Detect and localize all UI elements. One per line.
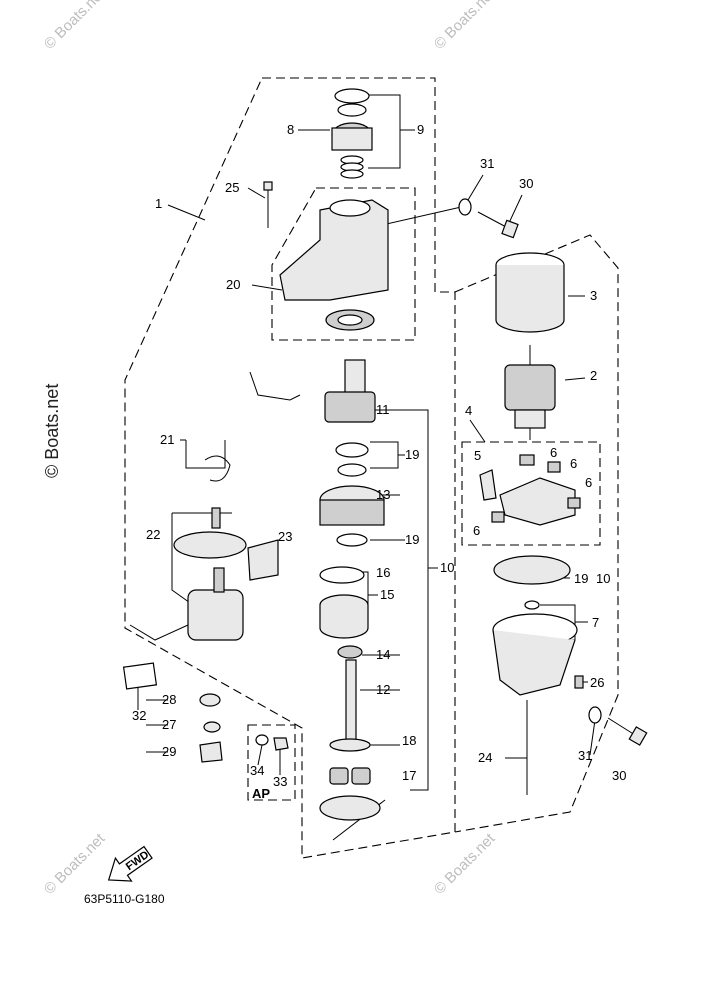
- drawing-code: 63P5110-G180: [84, 892, 165, 906]
- part-nut-28: [199, 693, 221, 707]
- outline-ap-kit: [247, 724, 296, 801]
- callout-25: 25: [225, 180, 239, 195]
- watermark-side: © Boats.net: [42, 384, 62, 478]
- part-washer-bolt-top: [458, 198, 519, 239]
- callout-15: 15: [380, 587, 394, 602]
- watermark-bottom-right: © Boats.net: [431, 830, 499, 898]
- part-bearing-14: [337, 645, 363, 659]
- part-clip-19b: [337, 463, 367, 477]
- part-plate-17: [319, 795, 381, 821]
- callout-8: 8: [287, 122, 294, 137]
- callout-4: 4: [465, 403, 472, 418]
- part-label-32: [122, 662, 158, 690]
- part-armature: [504, 345, 556, 440]
- part-washer-34: [255, 734, 269, 746]
- part-solenoid: [129, 507, 247, 641]
- callout-6b: 6: [570, 456, 577, 471]
- callout-18: 18: [402, 733, 416, 748]
- callout-2: 2: [590, 368, 597, 383]
- part-lever-spring: [204, 371, 301, 482]
- callout-7: 7: [592, 615, 599, 630]
- part-rear-cover: [492, 613, 578, 696]
- ap-kit-label: AP: [252, 786, 270, 801]
- part-front-cover: [279, 199, 389, 331]
- callout-12: 12: [376, 682, 390, 697]
- callout-24: 24: [478, 750, 492, 765]
- callout-26: 26: [590, 675, 604, 690]
- part-bolt-25: [263, 181, 273, 228]
- callout-5: 5: [474, 448, 481, 463]
- callout-1: 1: [155, 196, 162, 211]
- callout-27: 27: [162, 717, 176, 732]
- callout-11: 11: [376, 402, 390, 417]
- callout-6d: 6: [473, 523, 480, 538]
- part-clutch-shaft: [324, 359, 376, 423]
- parts: FWD: [107, 88, 648, 882]
- watermark-bottom-left: © Boats.net: [41, 830, 109, 898]
- leader-lines: [137, 94, 596, 841]
- part-washer-19c: [336, 533, 368, 547]
- outline-main-assembly: [124, 77, 456, 859]
- part-planet-gear-a: [329, 767, 349, 785]
- part-yoke: [495, 252, 565, 333]
- watermark-top-left: © Boats.net: [41, 0, 109, 53]
- part-end-plate: [493, 555, 571, 610]
- part-cap-29: [199, 741, 223, 763]
- callout-3: 3: [590, 288, 597, 303]
- callout-6a: 6: [550, 445, 557, 460]
- assembly-outlines: [124, 77, 619, 859]
- callout-28: 28: [162, 692, 176, 707]
- part-screw-26: [574, 675, 584, 689]
- callout-23: 23: [278, 529, 292, 544]
- callout-34: 34: [250, 763, 264, 778]
- part-nut-27: [203, 721, 221, 733]
- part-pinion-shaft: [329, 659, 371, 752]
- callout-20: 20: [226, 277, 240, 292]
- callout-6c: 6: [585, 475, 592, 490]
- part-brush-holder: [479, 454, 581, 526]
- callout-30-bottom: 30: [612, 768, 626, 783]
- callout-14: 14: [376, 647, 390, 662]
- callout-19c: 19: [574, 571, 588, 586]
- fwd-arrow: FWD: [107, 845, 153, 882]
- callout-31-top: 31: [480, 156, 494, 171]
- part-ring-16: [319, 566, 365, 584]
- watermarks: © Boats.net © Boats.net © Boats.net © Bo…: [41, 0, 499, 898]
- part-rubber-23: [247, 539, 279, 581]
- callout-21: 21: [160, 432, 174, 447]
- part-planet-gear-b: [351, 767, 371, 785]
- callout-19b: 19: [405, 532, 419, 547]
- callout-19a: 19: [405, 447, 419, 462]
- callout-10: 10: [440, 560, 454, 575]
- callout-17: 17: [402, 768, 416, 783]
- callout-29: 29: [162, 744, 176, 759]
- outline-front-cover: [271, 187, 416, 341]
- callout-30-top: 30: [519, 176, 533, 191]
- part-clip-19a: [335, 442, 369, 458]
- watermark-top-right: © Boats.net: [431, 0, 499, 53]
- callout-10b: 10: [596, 571, 610, 586]
- part-pinion-set: [331, 88, 373, 179]
- callout-labels: 1 2 3 4 5 6 6 6 6 7 8 9 10 10 11 12 13 1…: [132, 122, 626, 801]
- callout-13: 13: [376, 487, 390, 502]
- part-nut-33: [273, 737, 289, 751]
- outline-brush-holder: [461, 441, 601, 546]
- part-internal-gear: [319, 594, 369, 639]
- callout-31-bottom: 31: [578, 748, 592, 763]
- callout-16: 16: [376, 565, 390, 580]
- part-washer-bolt-bottom: [588, 706, 648, 746]
- callout-32: 32: [132, 708, 146, 723]
- callout-33: 33: [273, 774, 287, 789]
- part-gear-housing: [319, 485, 385, 526]
- callout-9: 9: [417, 122, 424, 137]
- outline-rear-housing: [454, 234, 619, 833]
- callout-22: 22: [146, 527, 160, 542]
